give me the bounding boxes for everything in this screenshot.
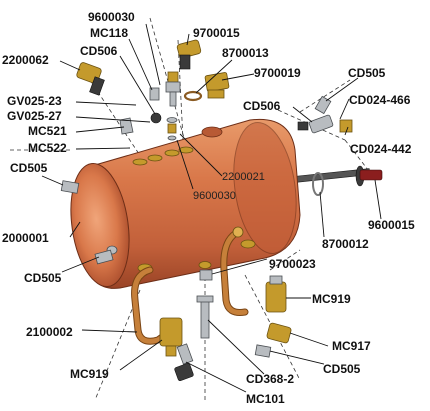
part-label-9700019: 9700019: [254, 66, 301, 80]
part-label-mc917: MC917: [332, 339, 371, 353]
part-labels: 9600030 9700015 MC118 CD506 8700013 2200…: [2, 10, 415, 406]
part-label-cd368-2: CD368-2: [246, 372, 294, 386]
part-label-mc919-left: MC919: [70, 367, 109, 381]
part-label-mc919-right: MC919: [312, 292, 351, 306]
part-label-cd505-bottom: CD505: [323, 362, 361, 376]
part-label-9700015: 9700015: [193, 26, 240, 40]
part-label-mc521: MC521: [28, 124, 67, 138]
part-label-cd506-top: CD506: [80, 44, 118, 58]
heating-element: [279, 165, 383, 196]
part-label-mc522: MC522: [28, 141, 67, 155]
part-label-9600030-top: 9600030: [88, 10, 135, 24]
part-label-gv025-23: GV025-23: [7, 94, 62, 108]
part-label-9700023: 9700023: [269, 257, 316, 271]
part-label-cd506-right: CD506: [243, 99, 281, 113]
part-label-8700012: 8700012: [322, 237, 369, 251]
boiler-tank: [70, 118, 301, 289]
part-label-2200062: 2200062: [2, 53, 49, 67]
part-label-cd505-right: CD505: [348, 66, 386, 80]
part-label-2200021: 2200021: [222, 171, 265, 183]
part-label-mc101: MC101: [246, 392, 285, 406]
leader-lines: [41, 23, 382, 393]
part-label-9600030-center: 9600030: [193, 190, 236, 202]
part-label-cd024-466: CD024-466: [349, 93, 411, 107]
right-fittings: [297, 95, 353, 134]
part-label-2000001: 2000001: [2, 231, 49, 245]
part-label-cd505-front: CD505: [24, 271, 62, 285]
part-label-9600015: 9600015: [368, 218, 415, 232]
part-label-cd505-left: CD505: [10, 161, 48, 175]
copper-pipes: [131, 226, 249, 345]
part-label-gv025-27: GV025-27: [7, 109, 62, 123]
part-label-2100002: 2100002: [26, 325, 73, 339]
part-label-8700013: 8700013: [222, 46, 269, 60]
left-fitting: [60, 180, 80, 194]
top-fittings: [76, 39, 230, 141]
part-label-cd024-442: CD024-442: [350, 142, 412, 156]
part-label-mc118: MC118: [90, 26, 128, 40]
bottom-fittings: [94, 249, 292, 382]
